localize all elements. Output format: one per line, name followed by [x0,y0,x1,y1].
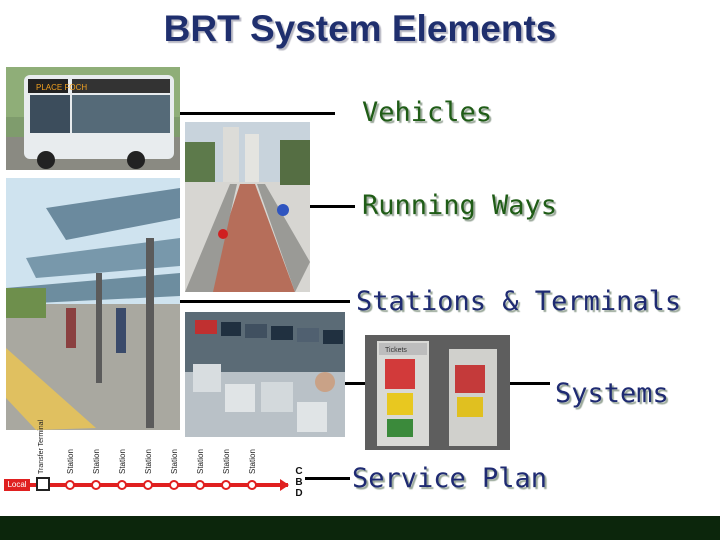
running-way-photo [185,122,310,292]
transfer-terminal-marker [36,477,50,491]
station-stop [247,480,257,490]
station-label: Station [248,449,257,474]
station-stop [221,480,231,490]
cbd-letter: B [295,477,303,488]
station-stop [117,480,127,490]
station-label: Station [196,449,205,474]
station-stop [65,480,75,490]
label-vehicles: Vehicles [362,97,493,128]
bus-photo: PLACE FOCH [6,67,180,170]
running-ways-connector [310,205,355,208]
label-systems: Systems [555,378,669,409]
control-center-photo [185,312,345,437]
station-label: Station [92,449,101,474]
station-label: Station [66,449,75,474]
station-label: Station [144,449,153,474]
bus-destination-sign: PLACE FOCH [36,83,87,92]
station-stop [195,480,205,490]
route-arrowhead [280,479,289,491]
station-stop [91,480,101,490]
cbd-letter: D [295,488,303,499]
label-running-ways: Running Ways [362,190,558,221]
footer-bar [0,516,720,540]
ticket-machines-photo: Tickets [365,335,510,450]
route-diagram: Local Transfer Terminal Station Station … [4,419,305,514]
station-label: Station [170,449,179,474]
cbd-label: C B D [293,466,305,499]
label-service-plan: Service Plan [352,463,548,494]
route-line [30,483,288,487]
ticket-machine-sign: Tickets [385,347,407,354]
station-label: Station [222,449,231,474]
station-photo [6,178,180,430]
vehicles-connector [180,112,335,115]
cbd-letter: C [295,466,303,477]
label-stations-terminals: Stations & Terminals [356,286,682,317]
local-tag: Local [4,479,30,491]
station-stop [143,480,153,490]
station-label: Station [118,449,127,474]
stations-connector [180,300,350,303]
service-plan-connector [305,477,350,480]
station-stop [169,480,179,490]
slide-title: BRT System Elements [163,8,557,49]
transfer-terminal-label: Transfer Terminal [38,419,45,474]
